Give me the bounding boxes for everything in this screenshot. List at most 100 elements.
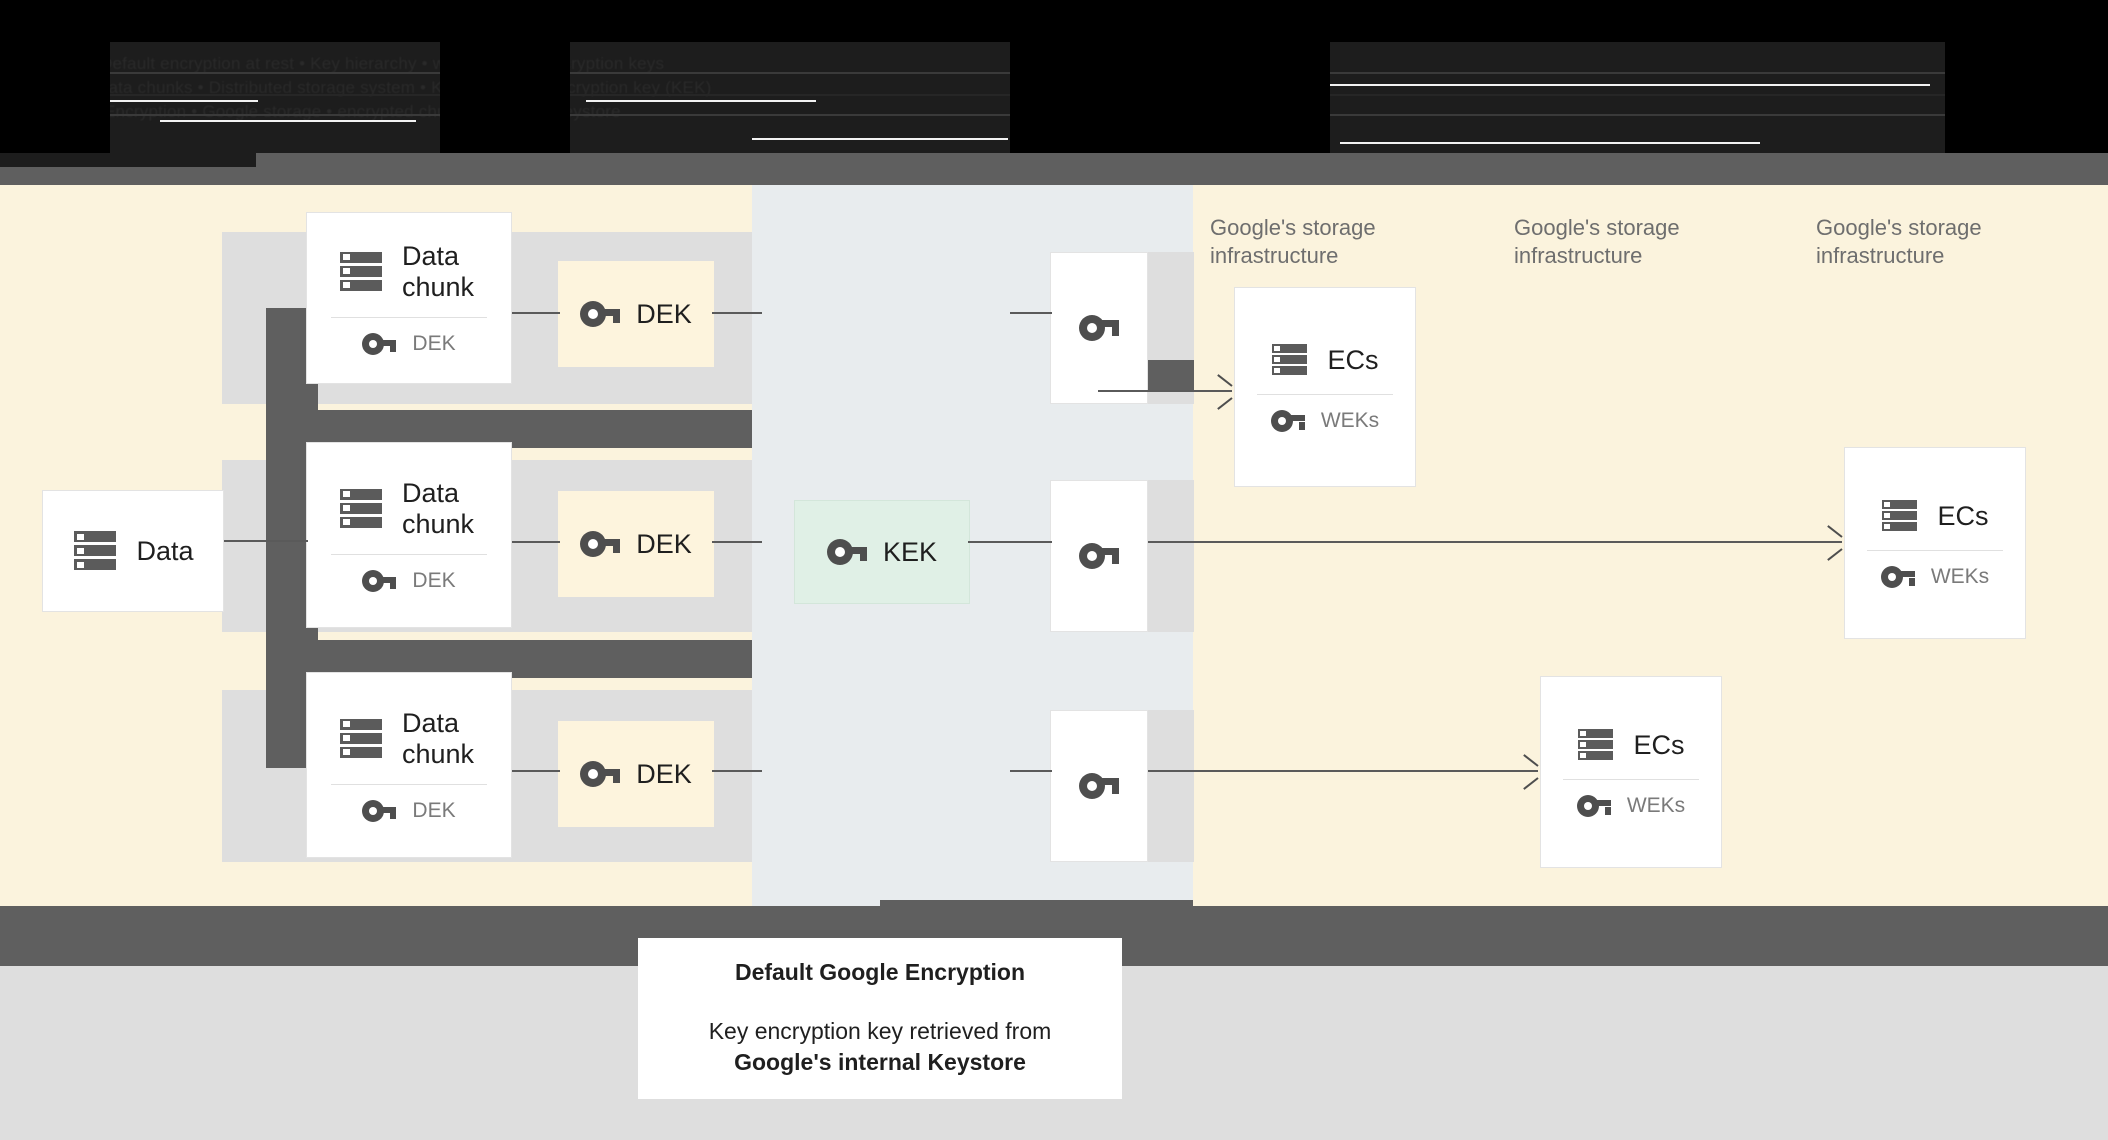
chunk-key-row: DEK bbox=[362, 331, 456, 356]
dek-label: DEK bbox=[636, 298, 692, 329]
chunk-key-row: DEK bbox=[362, 798, 456, 823]
data-chunk-card-2[interactable]: Data chunk DEK bbox=[306, 442, 512, 628]
redaction-bar-row-1 bbox=[266, 410, 752, 448]
redaction-bar-panel-foot bbox=[880, 900, 1193, 909]
key-icon bbox=[580, 301, 621, 327]
connector-dek1-out bbox=[712, 312, 762, 314]
connector-chunk1-dek bbox=[512, 312, 560, 314]
chunk-title-row: Data chunk bbox=[338, 708, 480, 770]
card-divider bbox=[331, 553, 487, 555]
dek-box-2[interactable]: DEK bbox=[558, 491, 714, 597]
key-icon bbox=[826, 539, 867, 565]
header-mask bbox=[0, 42, 110, 153]
card-divider bbox=[1562, 778, 1700, 780]
ecs-title-row: ECs bbox=[1577, 727, 1685, 765]
header-streak bbox=[160, 120, 416, 122]
key-icon bbox=[362, 569, 397, 592]
header-text-line-1: Default encryption at rest • Key hierarc… bbox=[100, 54, 665, 73]
kek-box[interactable]: KEK bbox=[794, 500, 970, 604]
ecs-title: ECs bbox=[1937, 501, 1989, 531]
wrapped-key-icon bbox=[1079, 543, 1119, 569]
caption-body-line-1: Key encryption key retrieved from bbox=[708, 1018, 1052, 1044]
infra-label-1: Google's storage infrastructure bbox=[1210, 215, 1376, 268]
server-icon bbox=[338, 486, 384, 532]
ecs-key-label: WEKs bbox=[1320, 408, 1380, 432]
card-divider bbox=[331, 316, 487, 318]
key-icon bbox=[362, 799, 397, 822]
dek-label: DEK bbox=[636, 528, 692, 559]
chunk-title-row: Data chunk bbox=[338, 241, 480, 303]
wrapped-key-icon bbox=[1576, 794, 1611, 817]
ecs-key-row: WEKs bbox=[1270, 408, 1380, 433]
header-streak bbox=[110, 100, 258, 102]
connector-dek2-out bbox=[712, 541, 762, 543]
connector-data-to-chunks bbox=[224, 540, 308, 542]
caption-body-line-2: Google's internal Keystore bbox=[734, 1049, 1026, 1075]
wrapped-key-card-1[interactable] bbox=[1050, 252, 1148, 404]
data-chunk-card-3[interactable]: Data chunk DEK bbox=[306, 672, 512, 858]
ecs-key-row: WEKs bbox=[1880, 564, 1990, 589]
infra-label-2: Google's storage infrastructure bbox=[1514, 215, 1680, 268]
data-chunk-card-1[interactable]: Data chunk DEK bbox=[306, 212, 512, 384]
header-mask bbox=[440, 42, 570, 153]
arrow-line-to-ecs-1 bbox=[1098, 390, 1232, 392]
ecs-card-2[interactable]: ECs WEKs bbox=[1844, 447, 2026, 639]
wrapped-key-icon bbox=[1079, 315, 1119, 341]
key-icon bbox=[580, 761, 621, 787]
server-icon bbox=[338, 249, 384, 295]
connector-chunk2-dek bbox=[512, 541, 560, 543]
data-box-label: Data bbox=[136, 535, 194, 566]
chunk-title: Data chunk bbox=[402, 240, 475, 302]
wrapped-key-card-2[interactable] bbox=[1050, 480, 1148, 632]
top-gray-rail bbox=[0, 153, 2108, 185]
data-box[interactable]: Data bbox=[42, 490, 224, 612]
ecs-key-label: WEKs bbox=[1930, 564, 1990, 588]
arrow-line-to-ecs-3 bbox=[1148, 770, 1538, 772]
connector-to-wek1 bbox=[1010, 312, 1052, 314]
ecs-title: ECs bbox=[1327, 345, 1379, 375]
wrapped-key-icon bbox=[1880, 565, 1915, 588]
chunk-key-label: DEK bbox=[412, 798, 456, 822]
dek-box-1[interactable]: DEK bbox=[558, 261, 714, 367]
caption-box: Default Google Encryption Key encryption… bbox=[638, 938, 1122, 1099]
server-icon bbox=[1271, 342, 1309, 380]
kek-label: KEK bbox=[882, 536, 938, 567]
key-icon bbox=[362, 332, 397, 355]
data-box-row: Data bbox=[72, 528, 194, 574]
obscured-header-band: Default encryption at rest • Key hierarc… bbox=[0, 42, 2108, 153]
caption-body: Key encryption key retrieved from Google… bbox=[709, 1016, 1052, 1078]
server-icon bbox=[72, 528, 118, 574]
wrapped-key-card-3[interactable] bbox=[1050, 710, 1148, 862]
caption-title: Default Google Encryption bbox=[734, 959, 1026, 985]
dek-label: DEK bbox=[636, 758, 692, 789]
chunk-title: Data chunk bbox=[402, 477, 475, 539]
header-streak bbox=[1340, 142, 1760, 144]
ecs-card-1[interactable]: ECs WEKs bbox=[1234, 287, 1416, 487]
ecs-key-label: WEKs bbox=[1626, 793, 1686, 817]
server-icon bbox=[1577, 727, 1615, 765]
server-icon bbox=[338, 716, 384, 762]
arrow-line-to-ecs-2 bbox=[1148, 541, 1842, 543]
chunk-title-row: Data chunk bbox=[338, 478, 480, 540]
chunk-key-label: DEK bbox=[412, 331, 456, 355]
connector-to-wek3 bbox=[1010, 770, 1052, 772]
header-mask bbox=[1010, 42, 1330, 153]
dek-box-3[interactable]: DEK bbox=[558, 721, 714, 827]
ecs-title-row: ECs bbox=[1271, 342, 1379, 380]
connector-chunk3-dek bbox=[512, 770, 560, 772]
chunk-title: Data chunk bbox=[402, 707, 475, 769]
ecs-title-row: ECs bbox=[1881, 498, 1989, 536]
ecs-card-3[interactable]: ECs WEKs bbox=[1540, 676, 1722, 868]
ecs-title: ECs bbox=[1633, 730, 1685, 760]
server-icon bbox=[1881, 498, 1919, 536]
chunk-key-row: DEK bbox=[362, 568, 456, 593]
ecs-key-row: WEKs bbox=[1576, 793, 1686, 818]
connector-kek-to-wek2 bbox=[968, 541, 1052, 543]
chunk-key-label: DEK bbox=[412, 568, 456, 592]
card-divider bbox=[331, 783, 487, 785]
top-rail-notch bbox=[0, 153, 256, 167]
wrapped-key-icon bbox=[1270, 409, 1305, 432]
redaction-bar-row-2 bbox=[266, 640, 752, 678]
key-icon bbox=[580, 531, 621, 557]
